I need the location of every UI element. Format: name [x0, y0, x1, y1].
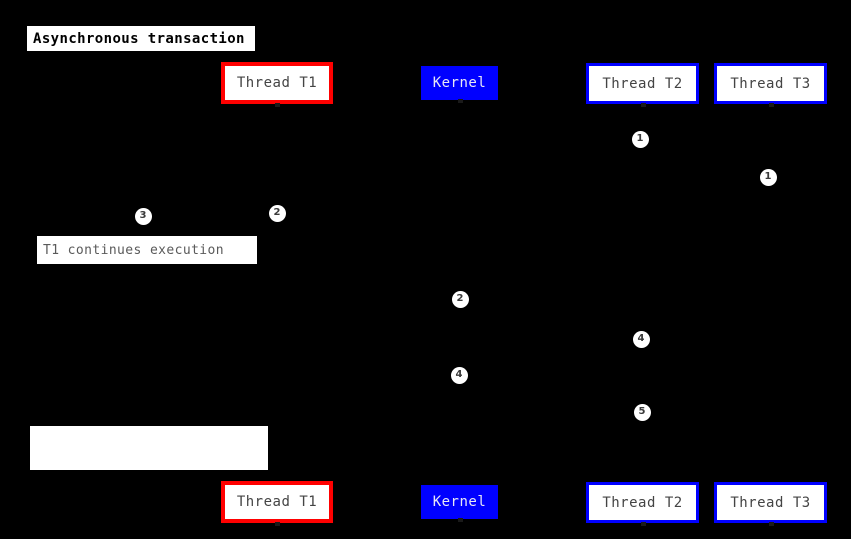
- step-marker: 3: [134, 207, 152, 225]
- step-marker: 2: [268, 204, 286, 222]
- step-marker: 2: [451, 290, 469, 308]
- step-marker: 4: [450, 366, 468, 384]
- lifeline-tick-icon: [640, 522, 646, 526]
- participant-thread-t3[interactable]: Thread T3: [714, 63, 827, 104]
- participant-label: Thread T2: [602, 75, 683, 92]
- participant-label: Thread T1: [236, 75, 318, 91]
- participant-thread-t2[interactable]: Thread T2: [586, 482, 699, 523]
- diagram-title: Asynchronous transaction: [27, 26, 255, 51]
- participant-label: Thread T2: [602, 494, 683, 511]
- lifeline-tick-icon: [457, 99, 463, 103]
- lifeline-tick-icon: [457, 518, 463, 522]
- step-marker: 5: [633, 403, 651, 421]
- step-marker: 4: [632, 330, 650, 348]
- lifeline-tick-icon: [768, 522, 774, 526]
- lifeline-tick-icon: [768, 103, 774, 107]
- participant-kernel[interactable]: Kernel: [421, 485, 498, 519]
- participant-thread-t1[interactable]: Thread T1: [221, 481, 333, 523]
- participant-thread-t1[interactable]: Thread T1: [221, 62, 333, 104]
- lifeline-tick-icon: [640, 103, 646, 107]
- note-plate-empty: [30, 426, 268, 470]
- participant-label: Thread T3: [730, 494, 811, 511]
- participant-label: Kernel: [432, 75, 487, 91]
- participant-label: Kernel: [432, 494, 487, 510]
- lifeline-tick-icon: [275, 103, 280, 107]
- participant-kernel[interactable]: Kernel: [421, 66, 498, 100]
- participant-label: Thread T1: [236, 494, 318, 510]
- participant-thread-t2[interactable]: Thread T2: [586, 63, 699, 104]
- note-plate: T1 continues execution: [37, 236, 257, 264]
- participant-label: Thread T3: [730, 75, 811, 92]
- participant-thread-t3[interactable]: Thread T3: [714, 482, 827, 523]
- step-marker: 1: [759, 168, 777, 186]
- lifeline-tick-icon: [275, 522, 280, 526]
- step-marker: 1: [631, 130, 649, 148]
